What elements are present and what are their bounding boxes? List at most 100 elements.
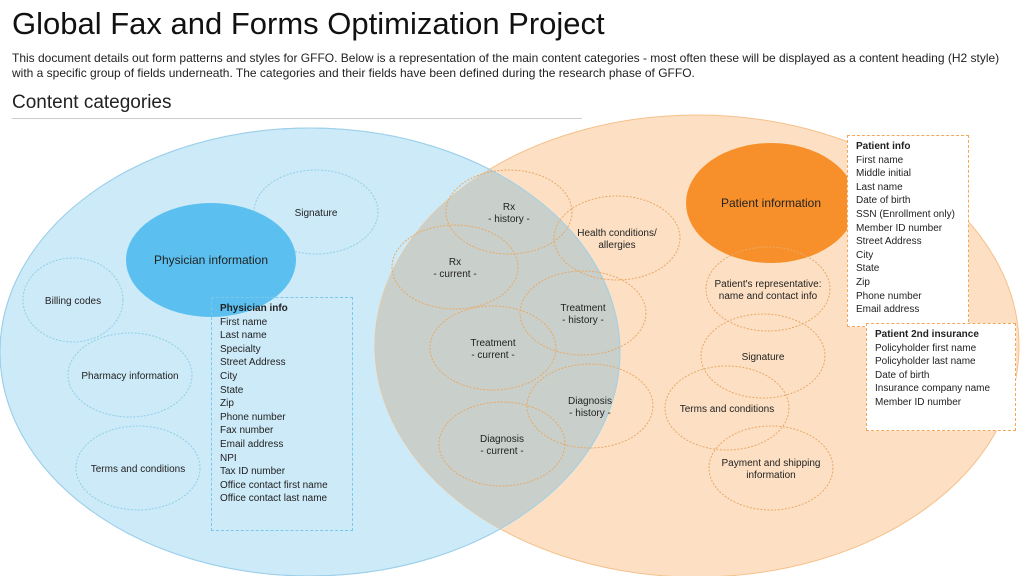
shared-category-rx-current-shape xyxy=(391,224,519,310)
field-item: Phone number xyxy=(856,290,922,302)
insurance-title: Patient 2nd insurance xyxy=(875,329,979,340)
field-item: Insurance company name xyxy=(875,383,991,395)
shared-category-health-conditions-shape xyxy=(553,195,681,281)
physician-category-pharmacy-information: Pharmacy information xyxy=(67,332,193,418)
field-item: City xyxy=(856,249,874,261)
divider xyxy=(12,118,582,119)
physician-category-billing-codes-label: Billing codes xyxy=(45,296,101,307)
physician-information-node-label: Physician information xyxy=(154,253,268,267)
shared-category-health-conditions-label: allergies xyxy=(598,240,635,251)
field-item: Phone number xyxy=(220,411,286,423)
shared-category-health-conditions: Health conditions/allergies xyxy=(553,195,681,281)
page-title: Global Fax and Forms Optimization Projec… xyxy=(12,6,605,41)
shared-category-rx-history-label: - history - xyxy=(488,214,530,225)
shared-category-treatment-history-label: Treatment xyxy=(560,303,605,314)
physician-information-node-shape xyxy=(126,203,296,317)
shared-category-rx-current: Rx- current - xyxy=(391,224,519,310)
patient-category-patient-representative: Patient's representative:name and contac… xyxy=(705,246,831,332)
shared-category-diagnosis-current-label: Diagnosis xyxy=(480,434,524,445)
physician-category-pharmacy-information-label: Pharmacy information xyxy=(81,371,178,382)
shared-category-treatment-history: Treatment- history - xyxy=(519,270,647,356)
patient-category-payment-and-shipping-label: Payment and shipping xyxy=(722,458,821,469)
shared-category-diagnosis-history-label: - history - xyxy=(569,408,611,419)
field-item: Member ID number xyxy=(875,396,962,408)
physician-info-title: Physician info xyxy=(220,303,288,314)
shared-category-rx-history: Rx- history - xyxy=(445,169,573,255)
patient-info-title: Patient info xyxy=(856,141,911,152)
patient-category-signature-shape xyxy=(700,313,826,399)
patient-category-signature-label: Signature xyxy=(742,352,785,363)
intro-text: This document details out form patterns … xyxy=(12,51,1000,80)
field-item: Office contact last name xyxy=(220,493,328,505)
field-item: NPI xyxy=(220,452,237,464)
field-item: Policyholder first name xyxy=(875,342,977,354)
field-item: Date of birth xyxy=(875,369,930,381)
shared-category-rx-history-shape xyxy=(445,169,573,255)
physician-category-billing-codes-shape xyxy=(22,257,124,343)
field-item: Last name xyxy=(220,330,267,342)
physician-category-billing-codes: Billing codes xyxy=(22,257,124,343)
patient-category-terms-and-conditions-shape xyxy=(664,365,790,451)
field-item: Email address xyxy=(220,438,284,450)
shared-category-diagnosis-current-shape xyxy=(438,401,566,487)
patient-category-patient-representative-label: Patient's representative: xyxy=(715,279,822,290)
patient-category-terms-and-conditions: Terms and conditions xyxy=(664,365,790,451)
patient-information-node-label: Patient information xyxy=(721,196,821,210)
physician-category-signature-label: Signature xyxy=(295,208,338,219)
physician-category-pharmacy-information-shape xyxy=(67,332,193,418)
field-item: First name xyxy=(220,316,268,328)
shared-category-diagnosis-history: Diagnosis- history - xyxy=(526,363,654,449)
field-item: SSN (Enrollment only) xyxy=(856,208,955,220)
overlap-region xyxy=(375,128,620,576)
field-item: Street Address xyxy=(220,357,286,369)
patient-information-node-shape xyxy=(686,143,856,263)
shared-category-treatment-current-shape xyxy=(429,305,557,391)
shared-category-rx-current-label: Rx xyxy=(449,257,461,268)
shared-category-diagnosis-current: Diagnosis- current - xyxy=(438,401,566,487)
shared-category-treatment-current: Treatment- current - xyxy=(429,305,557,391)
section-heading: Content categories xyxy=(12,92,172,113)
shared-category-treatment-history-shape xyxy=(519,270,647,356)
physician-category-terms-and-conditions: Terms and conditions xyxy=(75,425,201,511)
field-item: City xyxy=(220,370,238,382)
field-item: State xyxy=(856,263,880,275)
shared-category-rx-history-label: Rx xyxy=(503,202,515,213)
field-item: Last name xyxy=(856,181,903,193)
patient-information-node: Patient information xyxy=(686,143,856,263)
physician-set-outline xyxy=(0,127,621,576)
field-item: Tax ID number xyxy=(220,466,286,478)
patient-category-terms-and-conditions-label: Terms and conditions xyxy=(680,404,775,415)
field-item: Street Address xyxy=(856,236,922,248)
patient-category-patient-representative-label: name and contact info xyxy=(719,291,818,302)
field-item: First name xyxy=(856,154,904,166)
field-item: Middle initial xyxy=(856,168,912,180)
shared-category-rx-current-label: - current - xyxy=(433,269,476,280)
field-item: Zip xyxy=(220,398,234,410)
field-item: State xyxy=(220,384,244,396)
field-item: Policyholder last name xyxy=(875,356,976,368)
shared-category-treatment-history-label: - history - xyxy=(562,315,604,326)
patient-category-signature: Signature xyxy=(700,313,826,399)
physician-information-node: Physician information xyxy=(126,203,296,317)
shared-category-health-conditions-label: Health conditions/ xyxy=(577,228,657,239)
field-item: Member ID number xyxy=(856,222,943,234)
patient-category-payment-and-shipping-shape xyxy=(708,425,834,511)
shared-category-diagnosis-current-label: - current - xyxy=(480,446,523,457)
shared-category-treatment-current-label: - current - xyxy=(471,350,514,361)
field-item: Office contact first name xyxy=(220,479,328,491)
shared-category-diagnosis-history-label: Diagnosis xyxy=(568,396,612,407)
patient-category-payment-and-shipping-label: information xyxy=(746,470,795,481)
shared-category-diagnosis-history-shape xyxy=(526,363,654,449)
field-item: Zip xyxy=(856,276,870,288)
field-item: Fax number xyxy=(220,425,274,437)
field-item: Date of birth xyxy=(856,195,911,207)
field-item: Email address xyxy=(856,304,920,316)
field-item: Specialty xyxy=(220,343,261,355)
shared-category-treatment-current-label: Treatment xyxy=(470,338,515,349)
physician-category-terms-and-conditions-shape xyxy=(75,425,201,511)
physician-category-terms-and-conditions-label: Terms and conditions xyxy=(91,464,186,475)
